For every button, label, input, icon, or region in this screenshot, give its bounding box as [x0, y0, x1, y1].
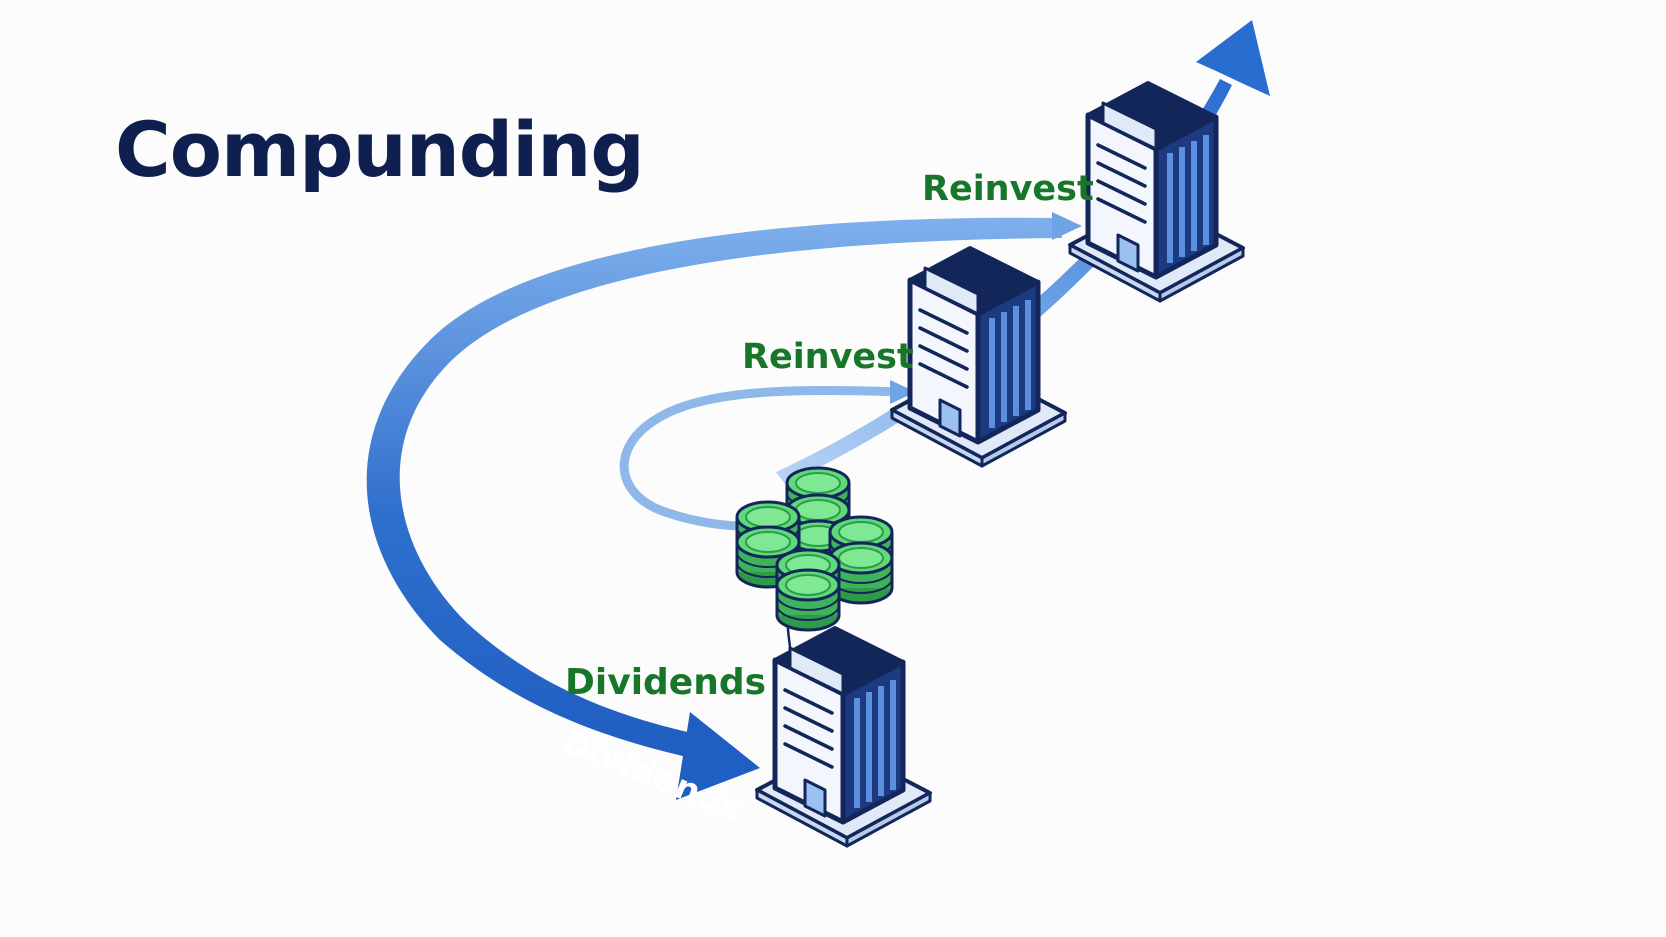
big-curve-arrow-head [676, 712, 760, 800]
small-loop-arrow-head [890, 380, 916, 404]
coin-stack-icon [735, 466, 894, 632]
building-icon-middle [892, 248, 1065, 466]
building-icon-top [1070, 83, 1243, 301]
small-loop-arrow [619, 385, 905, 531]
reinvest-label-middle: Reinvest [742, 337, 914, 377]
building-icon-bottom [757, 628, 930, 846]
reinvest-label-top: Reinvest [922, 169, 1094, 209]
growth-arrow-icon [1196, 20, 1270, 96]
page-title: Compunding [115, 105, 645, 194]
reinvest-top-arrow-head [1052, 212, 1082, 240]
dividends-label: Dividends [565, 662, 767, 703]
